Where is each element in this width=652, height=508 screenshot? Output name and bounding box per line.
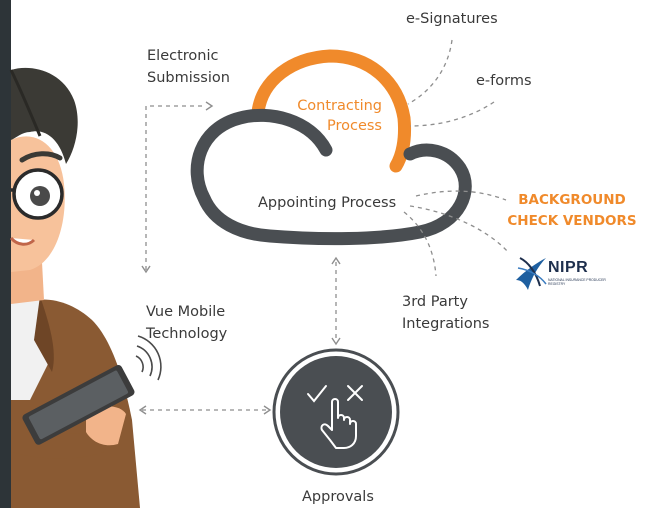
approvals-circle (272, 348, 400, 476)
third-party-line-2: Integrations (402, 316, 490, 332)
background-check-line-2: CHECK VENDORS (507, 213, 637, 229)
process-cloud (190, 49, 472, 246)
nipr-logo-subtitle: NATIONAL INSURANCE PRODUCER REGISTRY (548, 278, 606, 286)
check-icon (307, 385, 327, 403)
nipr-logo-text: NIPR (548, 259, 589, 276)
connector-lines (142, 39, 509, 411)
cross-icon (347, 385, 363, 401)
pointing-hand-icon (320, 398, 357, 449)
e-signatures-label: e-Signatures (406, 11, 498, 27)
nipr-logo-mark (516, 257, 547, 290)
vue-mobile-line-2: Technology (146, 326, 228, 342)
vue-mobile-line-1: Vue Mobile (146, 304, 226, 320)
background-check-line-1: BACKGROUND (518, 192, 626, 208)
electronic-submission-line-2: Submission (147, 70, 230, 86)
third-party-line-1: 3rd Party (402, 294, 468, 310)
e-forms-label: e-forms (476, 73, 532, 89)
contracting-process-label: Contracting Process (280, 96, 382, 136)
cartoon-character (9, 67, 140, 508)
background-check-vendors-label: BACKGROUND CHECK VENDORS (502, 190, 642, 232)
left-sidebar (0, 0, 11, 508)
wireless-signal-icon (135, 335, 162, 381)
approvals-label: Approvals (302, 489, 374, 505)
appointing-process-label: Appointing Process (258, 195, 397, 211)
third-party-integrations-label: 3rd Party Integrations (402, 291, 489, 335)
contracting-process-line-2: Process (326, 118, 382, 134)
electronic-submission-line-1: Electronic (147, 48, 219, 64)
connector-arrowheads (138, 101, 341, 415)
electronic-submission-label: Electronic Submission (147, 45, 230, 89)
contracting-process-line-1: Contracting (297, 98, 382, 114)
vue-mobile-technology-label: Vue Mobile Technology (146, 301, 227, 345)
